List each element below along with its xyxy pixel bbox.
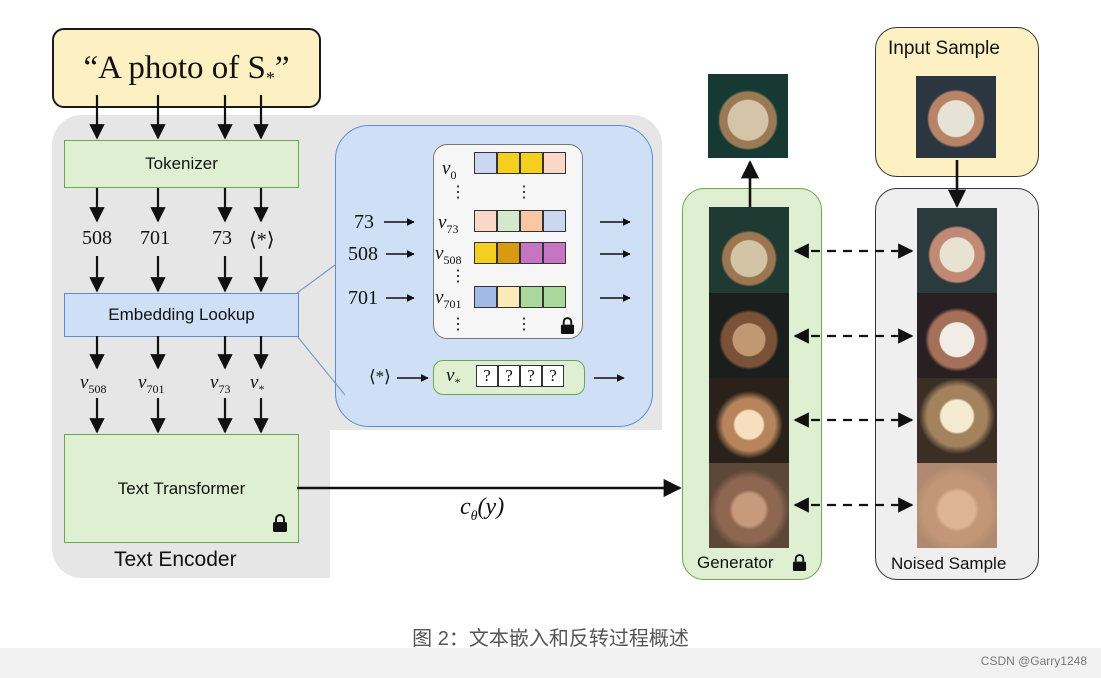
table-dots-5: ⋮ — [516, 316, 532, 333]
token-508: 508 — [82, 227, 112, 249]
row-id-701: 701 — [348, 287, 378, 309]
embedding-cell — [497, 152, 520, 174]
noised-sample-label: Noised Sample — [891, 554, 1007, 573]
noise-step-2 — [917, 293, 997, 378]
table-row-v73-label: v73 — [438, 212, 459, 236]
table-row-v0-label: v0 — [442, 158, 457, 182]
prompt-text: “A photo of S — [83, 49, 266, 86]
gen-step-2 — [709, 293, 789, 378]
embedding-cell — [497, 210, 520, 232]
text-encoder-label: Text Encoder — [114, 548, 237, 571]
footer-strip — [0, 648, 1101, 678]
new-token-vstar: v* — [446, 365, 461, 389]
unknown-cell-1: ? — [476, 365, 498, 387]
token-73: 73 — [212, 227, 232, 249]
text-transformer-box: Text Transformer — [64, 434, 299, 543]
generator-label: Generator — [697, 553, 774, 572]
embedding-cell — [543, 152, 566, 174]
unknown-cell-3: ? — [520, 365, 542, 387]
prompt-close-quote: ” — [274, 49, 290, 86]
embedding-cell — [520, 242, 543, 264]
embedding-cell — [474, 210, 497, 232]
embedding-lookup-label: Embedding Lookup — [108, 305, 255, 324]
input-sample-label: Input Sample — [888, 38, 1000, 59]
embedding-v73: v73 — [210, 372, 231, 396]
noise-step-4 — [917, 463, 997, 548]
embedding-cell — [543, 210, 566, 232]
generator-lock-icon — [792, 554, 807, 571]
embedding-cell — [543, 242, 566, 264]
unknown-cell-4: ? — [542, 365, 564, 387]
output-clock-photo — [708, 74, 788, 158]
noise-step-3 — [917, 378, 997, 463]
table-dots-4: ⋮ — [450, 316, 466, 333]
embedding-cell — [474, 242, 497, 264]
encoder-notch — [330, 430, 670, 590]
embedding-cell — [543, 286, 566, 308]
watermark: CSDN @Garry1248 — [980, 654, 1087, 668]
embedding-cell — [520, 152, 543, 174]
embedding-cell — [474, 152, 497, 174]
embedding-cell — [497, 242, 520, 264]
table-row-v701-label: v701 — [435, 287, 462, 311]
embedding-cell — [474, 286, 497, 308]
prompt-subscript: * — [265, 67, 275, 88]
table-dots-1: ⋮ — [450, 184, 466, 201]
new-token-id: ⟨*⟩ — [369, 367, 391, 386]
embedding-cell — [497, 286, 520, 308]
condition-label: cθ(y) — [460, 494, 505, 524]
tokenizer-label: Tokenizer — [145, 154, 218, 173]
gen-step-4 — [709, 463, 789, 548]
row-id-73: 73 — [354, 211, 374, 233]
row-id-508: 508 — [348, 243, 378, 265]
text-transformer-label: Text Transformer — [117, 478, 246, 498]
embedding-cell — [520, 210, 543, 232]
transformer-lock-icon — [273, 514, 287, 532]
token-701: 701 — [140, 227, 170, 249]
gen-step-3 — [709, 378, 789, 463]
tokenizer-box: Tokenizer — [64, 140, 299, 188]
gen-step-1 — [709, 207, 789, 293]
token-star: ⟨*⟩ — [249, 229, 275, 251]
embedding-cell — [520, 286, 543, 308]
embedding-v701: v701 — [138, 372, 165, 396]
embedding-lookup-box: Embedding Lookup — [64, 293, 299, 337]
table-row-v508-label: v508 — [435, 243, 462, 267]
prompt-box: “A photo of S*” — [52, 28, 321, 108]
unknown-cell-2: ? — [498, 365, 520, 387]
table-lock-icon — [560, 317, 575, 334]
figure-caption: 图 2：文本嵌入和反转过程概述 — [412, 628, 689, 650]
noise-step-1 — [917, 208, 997, 293]
table-dots-3: ⋮ — [450, 268, 466, 285]
embedding-v508: v508 — [80, 372, 107, 396]
input-clock-photo — [916, 76, 996, 158]
embedding-vstar: v* — [250, 372, 265, 396]
table-dots-2: ⋮ — [516, 184, 532, 201]
